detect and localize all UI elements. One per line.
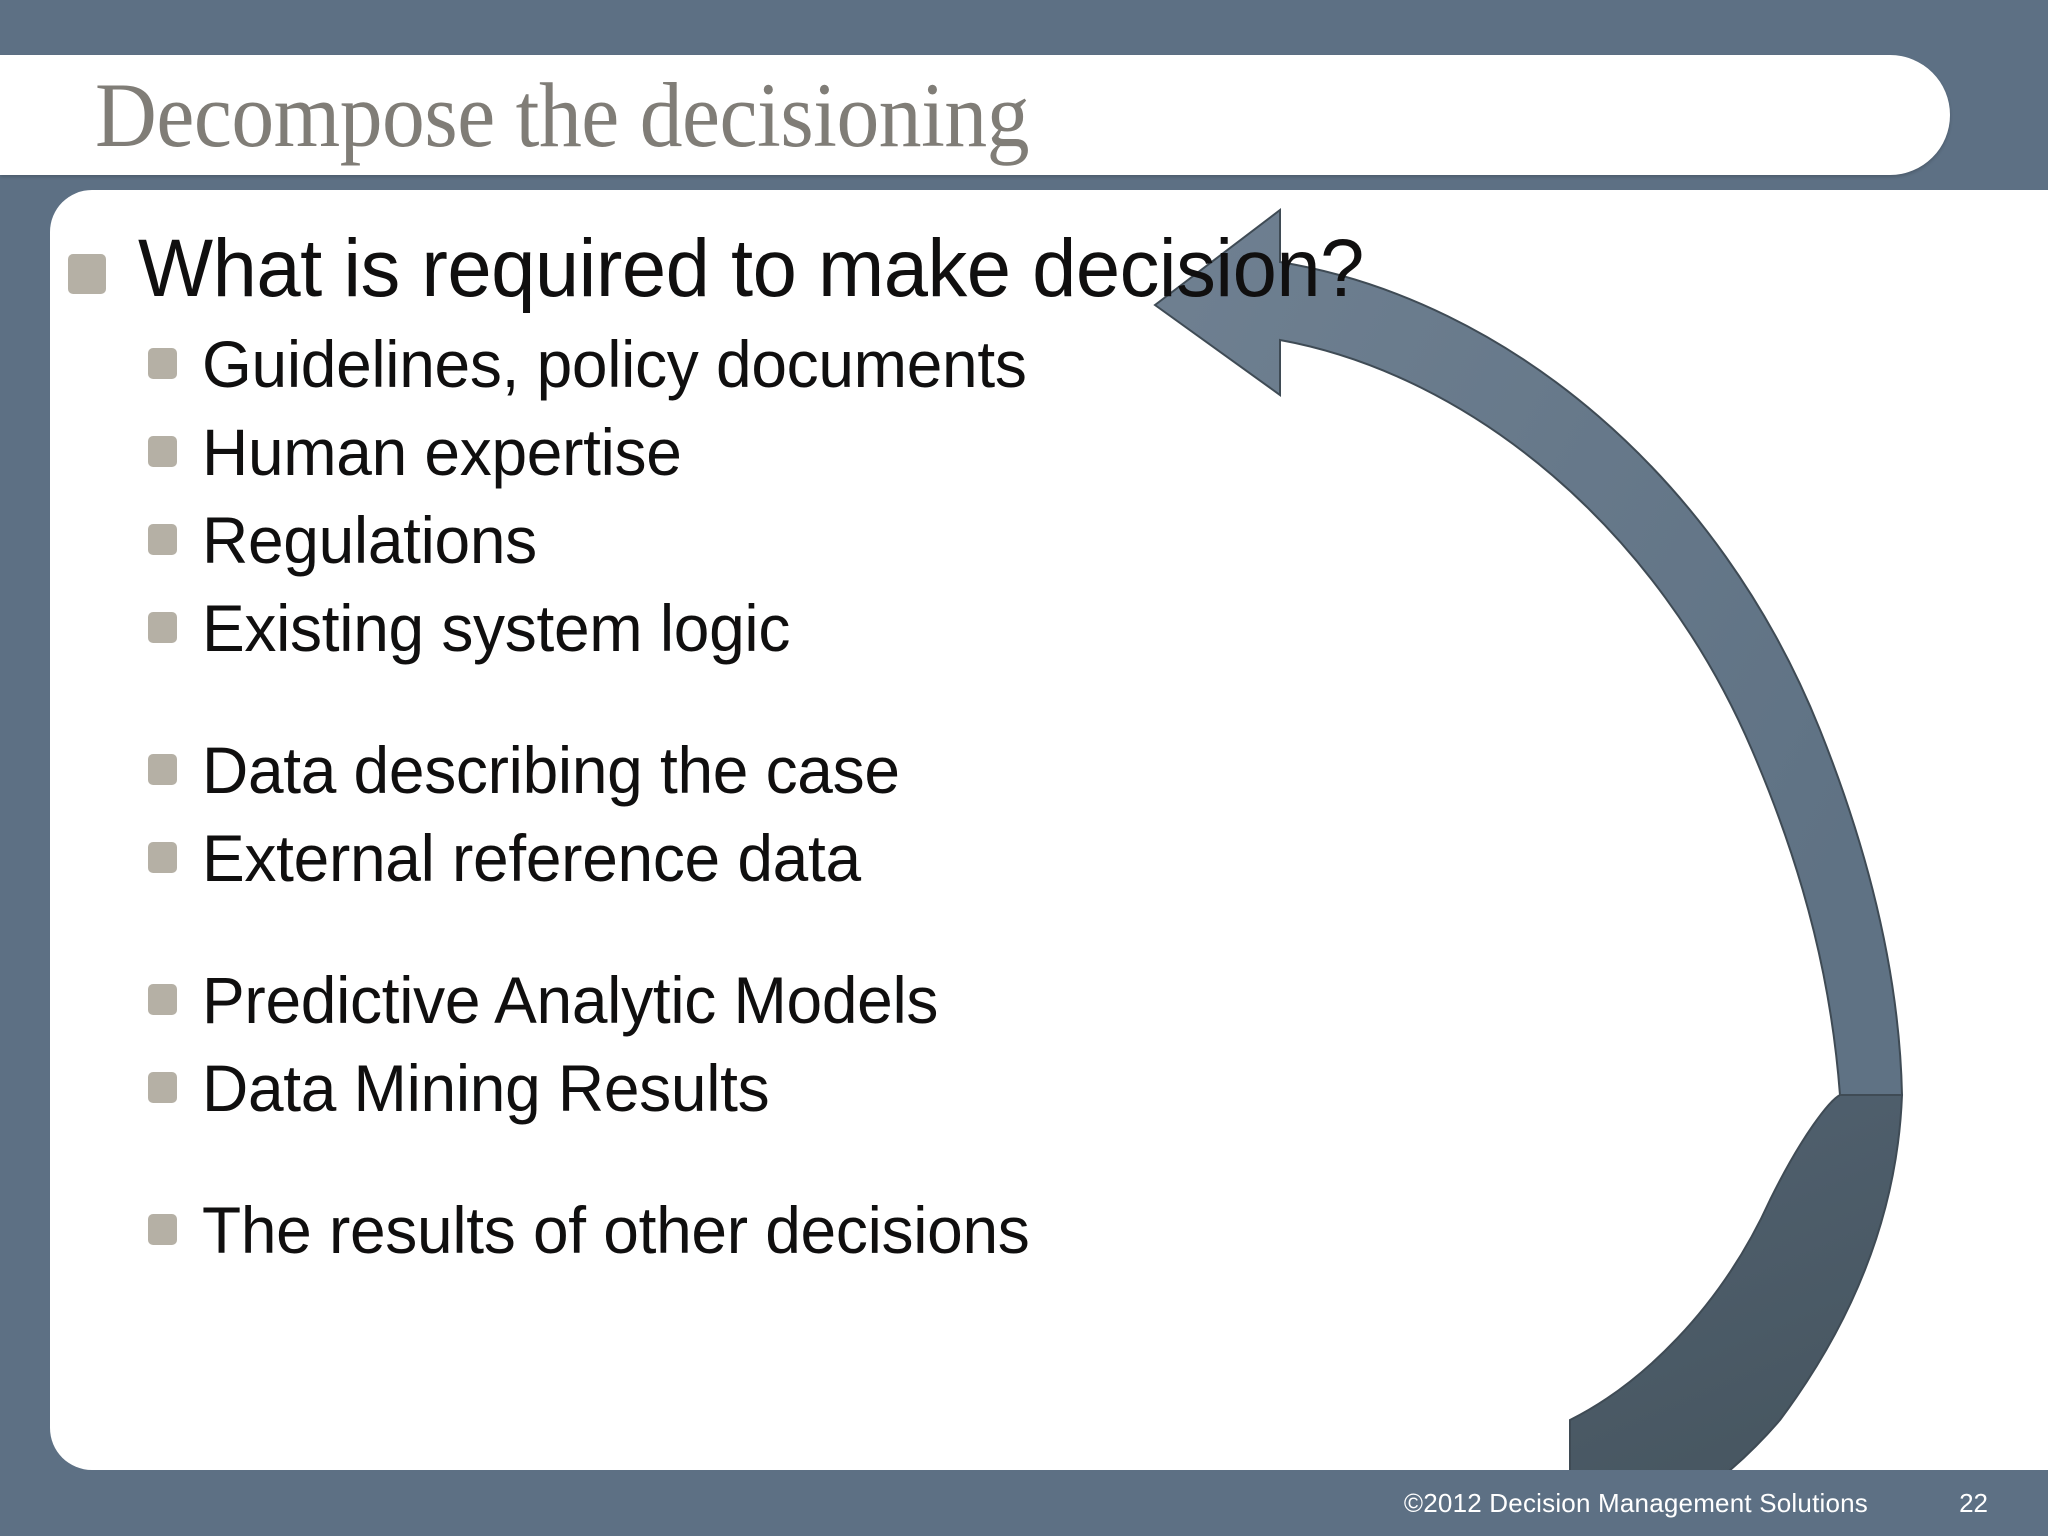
bullet-label: Human expertise (202, 415, 682, 489)
bullet-label: Predictive Analytic Models (202, 963, 939, 1037)
bullet-label: What is required to make decision? (138, 223, 1364, 314)
bullet-marker-icon (148, 348, 177, 379)
bullet-item-1: Guidelines, policy documents (50, 320, 1450, 408)
slide-content-panel: What is required to make decision? Guide… (50, 190, 2048, 1470)
bullet-item-2: Human expertise (50, 408, 1450, 496)
bullet-item-7: Predictive Analytic Models (50, 956, 1450, 1044)
footer-copyright: ©2012 Decision Management Solutions (1403, 1487, 1868, 1518)
bullet-item-4: Existing system logic (50, 584, 1450, 672)
bullet-item-6: External reference data (50, 814, 1450, 902)
arrow-lower-arc (1569, 1094, 1904, 1470)
slide-title: Decompose the decisioning (95, 64, 1030, 166)
bullet-label: Data Mining Results (202, 1051, 770, 1125)
bullet-label: Regulations (202, 503, 537, 577)
bullet-label: Guidelines, policy documents (202, 327, 1027, 401)
bullet-list: What is required to make decision? Guide… (50, 190, 1450, 1274)
bullet-marker-icon (148, 754, 177, 785)
bullet-marker-icon (68, 254, 106, 294)
bullet-item-8: Data Mining Results (50, 1044, 1450, 1132)
bullet-marker-icon (148, 984, 177, 1015)
bullet-marker-icon (148, 612, 177, 643)
bullet-marker-icon (148, 1072, 177, 1103)
bullet-item-0: What is required to make decision? (50, 218, 1450, 320)
bullet-label: Data describing the case (202, 733, 900, 807)
slide-footer: ©2012 Decision Management Solutions 22 (0, 1470, 2048, 1536)
bullet-item-9: The results of other decisions (50, 1186, 1450, 1274)
bullet-marker-icon (148, 842, 177, 873)
bullet-item-5: Data describing the case (50, 726, 1450, 814)
bullet-marker-icon (148, 436, 177, 467)
bullet-label: External reference data (202, 821, 861, 895)
bullet-label: Existing system logic (202, 591, 791, 665)
footer-page-number: 22 (1959, 1487, 1988, 1518)
slide-title-bar: Decompose the decisioning (0, 55, 1950, 175)
bullet-label: The results of other decisions (202, 1193, 1030, 1267)
bullet-marker-icon (148, 1214, 177, 1245)
bullet-item-3: Regulations (50, 496, 1450, 584)
bullet-marker-icon (148, 524, 177, 555)
